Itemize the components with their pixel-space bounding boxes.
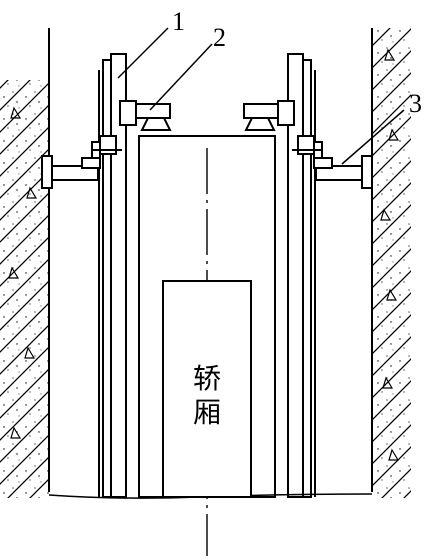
right-clamp — [243, 100, 295, 131]
callout-1: 1 — [172, 7, 185, 36]
car-label-line1: 轿 — [193, 362, 221, 395]
callout-3: 3 — [409, 89, 422, 118]
callout-2: 2 — [213, 23, 226, 52]
left-clamp — [119, 100, 172, 131]
left-bracket — [41, 135, 122, 189]
right-wall — [371, 28, 411, 498]
leader-lines — [117, 27, 405, 165]
right-bracket — [292, 135, 373, 189]
left-wall — [0, 28, 50, 498]
car-label-line2: 厢 — [193, 396, 221, 429]
elevator-car — [162, 280, 252, 498]
